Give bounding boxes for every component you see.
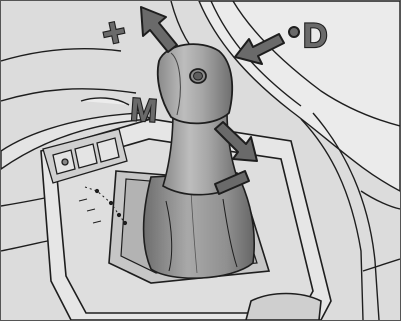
drive-label: D: [303, 17, 328, 55]
dot-icon: [289, 27, 299, 37]
gear-knob: [158, 44, 232, 123]
manual-label: M: [129, 91, 158, 129]
